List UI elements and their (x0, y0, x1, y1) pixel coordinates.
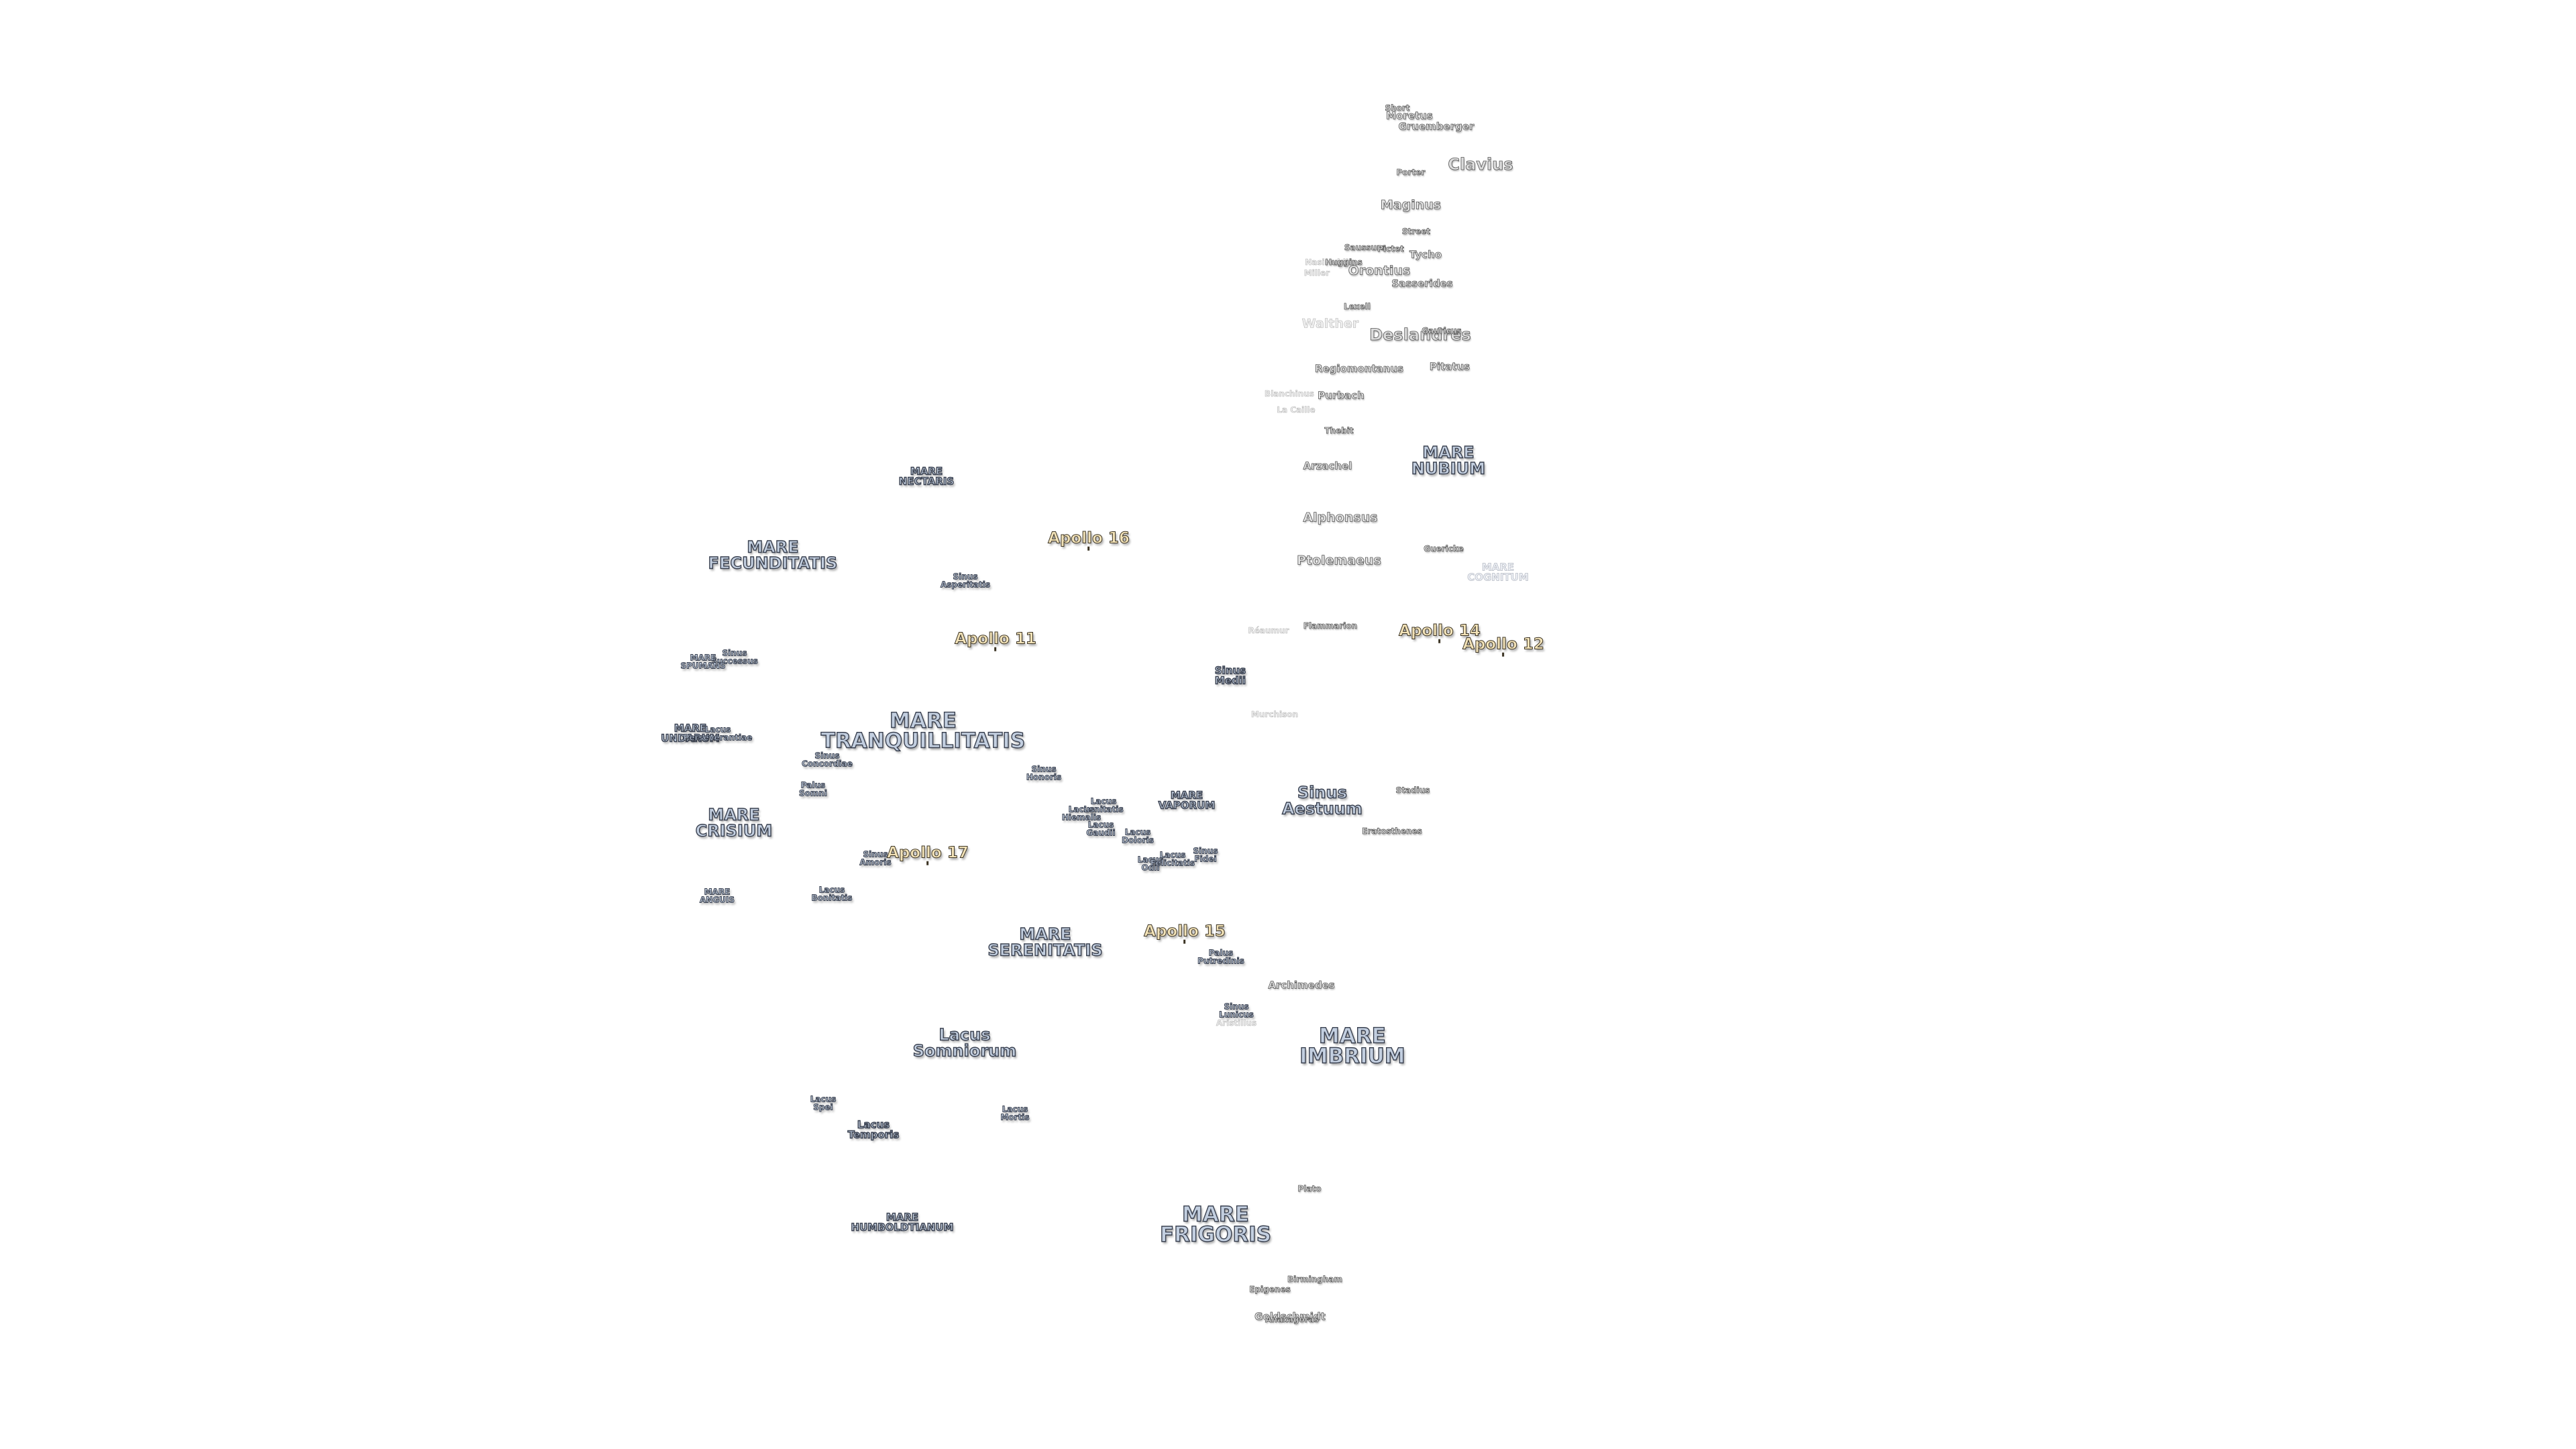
mare-label-mare-spumans: MARE SPUMANS (680, 653, 726, 670)
crater-label-regiomontanus: Regiomontanus (1314, 362, 1404, 375)
mare-label-lacus-temporis: Lacus Temporis (847, 1118, 900, 1140)
crater-label-gruemberger: Gruemberger (1398, 120, 1474, 133)
mare-label-lacus-bonitatis: Lacus Bonitatis (811, 885, 853, 902)
crater-label-nasireddin: Nasireddin (1305, 258, 1354, 268)
crater-label-maginus: Maginus (1380, 197, 1442, 213)
landing-site-apollo-11[interactable]: Apollo 11 (955, 630, 1036, 651)
crater-label-alphonsus: Alphonsus (1303, 510, 1378, 525)
mare-label-lacus-doloris: Lacus Doloris (1122, 827, 1155, 845)
crater-label-reaumur: Réaumur (1248, 626, 1289, 636)
mare-label-sinus-asperitatis: Sinus Asperitatis (940, 572, 991, 589)
mare-label-sinus-medii: Sinus Medii (1214, 664, 1246, 686)
mare-label-sinus-fidei: Sinus Fidei (1193, 846, 1218, 863)
crater-label-pictet: Pictet (1377, 244, 1404, 254)
crater-label-moretus: Moretus (1386, 109, 1433, 122)
crater-label-lexell: Lexell (1344, 302, 1371, 312)
crater-label-arzachel: Arzachel (1303, 460, 1352, 472)
mare-label-sinus-concordiae: Sinus Concordiae (802, 751, 853, 768)
landing-site-apollo-16[interactable]: Apollo 16 (1048, 529, 1130, 550)
mare-label-mare-vaporum: MARE VAPORUM (1158, 789, 1216, 811)
mare-label-mare-humboldtianum: MARE HUMBOLDTIANUM (851, 1211, 954, 1233)
mare-label-mare-anguis: MARE ANGUIS (699, 887, 735, 904)
mare-label-sinus-successus: Sinus Successus (711, 648, 759, 665)
landing-site-apollo-17[interactable]: Apollo 17 (887, 844, 969, 865)
crater-label-plato: Plato (1297, 1184, 1322, 1194)
mare-label-lacus-somniorum: Lacus Somniorum (912, 1025, 1017, 1060)
crater-label-flammarion: Flammarion (1303, 621, 1358, 631)
mare-label-mare-nubium: MARE NUBIUM (1411, 443, 1486, 478)
crater-label-orontius: Orontius (1348, 263, 1411, 278)
mare-label-lacus-perseverantiae: Lacus Perseverantiae (683, 724, 753, 742)
crater-label-goldschmidt: Goldschmidt (1254, 1310, 1326, 1323)
crater-label-purbach: Purbach (1318, 389, 1364, 402)
crater-label-blanchinus: Blanchinus (1265, 389, 1315, 399)
crater-label-aristillus: Aristillus (1216, 1018, 1257, 1028)
mare-label-mare-tranquillitatis: MARE TRANQUILLITATIS (820, 708, 1026, 753)
crater-label-birmingham: Birmingham (1287, 1275, 1343, 1285)
mare-label-sinus-honoris: Sinus Honoris (1026, 764, 1062, 782)
crater-label-la-caille: La Caille (1277, 405, 1316, 415)
mare-label-palus-putredinis: Palus Putredinis (1197, 948, 1245, 965)
crater-label-porter: Porter (1396, 168, 1426, 178)
mare-label-lacus-gaudii: Lacus Gaudii (1086, 820, 1116, 837)
crater-label-street: Street (1401, 227, 1431, 237)
crater-label-stadius: Stadius (1395, 786, 1430, 796)
landing-site-apollo-15[interactable]: Apollo 15 (1144, 922, 1226, 943)
mare-label-mare-undarum: MARE UNDARUM (661, 722, 720, 744)
landing-site-apollo-14[interactable]: Apollo 14 (1399, 622, 1481, 643)
crater-label-ptolemaeus: Ptolemaeus (1297, 553, 1382, 568)
mare-label-mare-frigoris: MARE FRIGORIS (1159, 1202, 1272, 1247)
mare-label-mare-crisium: MARE CRISIUM (695, 805, 773, 840)
crater-label-saussure: Saussure (1344, 243, 1387, 253)
landing-site-apollo-12[interactable]: Apollo 12 (1462, 635, 1544, 656)
mare-label-sinus-aestuum: Sinus Aestuum (1281, 783, 1362, 818)
crater-label-pitatus: Pitatus (1429, 360, 1470, 373)
mare-label-lacus-felicitatis: Lacus Felicitatis (1150, 850, 1195, 867)
mare-label-mare-serenitatis: MARE SERENITATIS (987, 924, 1104, 959)
crater-label-huggins: Huggins (1325, 258, 1362, 268)
crater-label-murchison: Murchison (1250, 710, 1299, 720)
crater-label-anaxagoras: Anaxagoras (1265, 1315, 1320, 1325)
mare-label-lacus-spei: Lacus Spei (810, 1094, 837, 1112)
mare-label-sinus-lunicus: Sinus Lunicus (1219, 1002, 1254, 1019)
crater-label-guericke: Guericke (1424, 544, 1464, 554)
crater-label-clavius: Clavius (1448, 155, 1513, 174)
crater-label-epigenes: Epigenes (1249, 1285, 1291, 1295)
mare-label-palus-somni: Palus Somni (798, 780, 828, 798)
crater-label-archimedes: Archimedes (1268, 979, 1335, 991)
mare-label-mare-cognitum: MARE COGNITUM (1467, 561, 1529, 583)
mare-label-mare-imbrium: MARE IMBRIUM (1299, 1024, 1406, 1069)
crater-label-walther: Walther (1301, 316, 1359, 331)
crater-label-gauricus: Gauricus (1421, 326, 1462, 336)
mare-label-lacus-lenitatis: Lacus Lenitatis (1083, 796, 1124, 814)
crater-label-thebit: Thebit (1324, 426, 1354, 436)
mare-label-mare-nectaris: MARE NECTARIS (898, 465, 955, 487)
mare-label-lacus-odii: Lacus Odii (1137, 855, 1164, 872)
crater-label-miller: Miller (1303, 268, 1330, 278)
crater-label-eratosthenes: Eratosthenes (1362, 826, 1422, 837)
mare-label-sinus-amoris: Sinus Amoris (859, 849, 892, 867)
crater-label-deslandres: Deslandres (1369, 325, 1471, 345)
crater-label-sasserides: Sasserides (1391, 277, 1453, 290)
mare-label-lacus-mortis: Lacus Mortis (1000, 1104, 1030, 1122)
mare-label-lacus-hiemalis: Lacus Hiemalis (1061, 804, 1102, 822)
crater-label-tycho: Tycho (1409, 248, 1442, 261)
mare-label-mare-fecunditatis: MARE FECUNDITATIS (708, 537, 838, 572)
crater-label-short: Short (1385, 103, 1410, 113)
